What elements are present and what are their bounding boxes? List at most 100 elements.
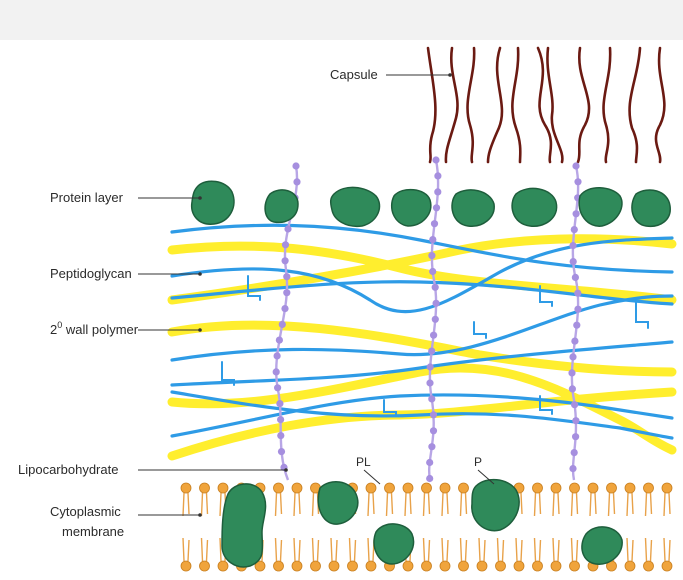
lipo-bead bbox=[433, 204, 440, 211]
lipo-bead bbox=[569, 465, 576, 472]
lipo-bead bbox=[429, 268, 436, 275]
lipo-bead bbox=[282, 241, 289, 248]
lipo-bead bbox=[274, 352, 281, 359]
label-protein-layer: Protein layer bbox=[50, 190, 124, 205]
lipo-bead bbox=[572, 162, 579, 169]
lipid-tail bbox=[276, 493, 282, 516]
lipid-head bbox=[588, 483, 598, 493]
protein-blob bbox=[331, 187, 380, 226]
lipid-head bbox=[570, 561, 580, 571]
lipid-tail bbox=[461, 538, 467, 561]
lipo-bead bbox=[426, 379, 433, 386]
capsule-fibres bbox=[428, 48, 664, 162]
protein-blob bbox=[192, 181, 234, 224]
lipid-tail bbox=[516, 538, 522, 561]
lipid-head bbox=[200, 561, 210, 571]
lipo-bead bbox=[430, 411, 437, 418]
lipid-tail bbox=[646, 538, 652, 561]
lipid-tail bbox=[627, 538, 633, 561]
lipid-tail bbox=[387, 493, 393, 516]
lipid-tail bbox=[646, 493, 652, 516]
lipid-tail bbox=[202, 493, 208, 516]
lipo-bead bbox=[293, 178, 300, 185]
lipid-head bbox=[218, 561, 228, 571]
lipo-bead bbox=[279, 321, 286, 328]
membrane-protein bbox=[582, 527, 622, 564]
lipid-head bbox=[348, 561, 358, 571]
lipo-bead bbox=[569, 242, 576, 249]
lipo-bead bbox=[281, 305, 288, 312]
protein-blob bbox=[452, 190, 494, 226]
label-membrane: membrane bbox=[62, 524, 124, 539]
protein-blob bbox=[512, 188, 557, 226]
protein-blob bbox=[632, 190, 670, 226]
lipo-bead bbox=[572, 417, 579, 424]
lipo-bead bbox=[276, 337, 283, 344]
lipo-bead bbox=[573, 322, 580, 329]
lipo-bead bbox=[434, 172, 441, 179]
lipo-bead bbox=[274, 384, 281, 391]
lipid-tail bbox=[276, 538, 282, 561]
lipo-bead bbox=[427, 363, 434, 370]
lipid-head bbox=[570, 483, 580, 493]
wall-layers bbox=[172, 225, 672, 456]
lipo-bead bbox=[277, 432, 284, 439]
label-wall-polymer-prefix: 2 bbox=[50, 322, 57, 337]
lipo-bead bbox=[292, 162, 299, 169]
lipo-bead bbox=[426, 475, 433, 482]
lipo-bead bbox=[428, 443, 435, 450]
lipid-tail bbox=[294, 493, 300, 516]
lipo-bead bbox=[572, 433, 579, 440]
lipid-head bbox=[440, 483, 450, 493]
lipid-head bbox=[440, 561, 450, 571]
lipid-head bbox=[625, 483, 635, 493]
lipid-head bbox=[459, 561, 469, 571]
lipo-bead bbox=[429, 236, 436, 243]
lipo-bead bbox=[569, 385, 576, 392]
lipo-bead bbox=[428, 252, 435, 259]
lipo-bead bbox=[431, 220, 438, 227]
lipid-head bbox=[422, 483, 432, 493]
lipid-tail bbox=[405, 493, 411, 516]
label-peptidoglycan: Peptidoglycan bbox=[50, 266, 132, 281]
lipo-bead bbox=[282, 257, 289, 264]
lipid-head bbox=[366, 561, 376, 571]
lipo-bead bbox=[426, 459, 433, 466]
lipid-tail bbox=[424, 538, 430, 561]
lipid-tail bbox=[572, 538, 578, 561]
label-wall-polymer: 20 wall polymer bbox=[50, 320, 139, 337]
lipid-head bbox=[551, 561, 561, 571]
protein-layer bbox=[192, 181, 671, 226]
lipo-bead bbox=[571, 338, 578, 345]
lipo-bead bbox=[433, 300, 440, 307]
lipo-bead bbox=[283, 289, 290, 296]
membrane-protein bbox=[318, 482, 358, 524]
lipo-bead bbox=[277, 416, 284, 423]
protein-blob bbox=[392, 190, 431, 226]
lipid-tail bbox=[461, 493, 467, 516]
lipid-tail bbox=[590, 493, 596, 516]
lipid-head bbox=[181, 483, 191, 493]
lipid-head bbox=[607, 483, 617, 493]
lipid-head bbox=[625, 561, 635, 571]
protein-blob bbox=[265, 190, 298, 222]
membrane-protein bbox=[222, 484, 266, 567]
lipo-bead bbox=[432, 316, 439, 323]
lipid-head bbox=[274, 483, 284, 493]
lipo-bead bbox=[569, 353, 576, 360]
label-p: P bbox=[474, 455, 482, 469]
lipid-tail bbox=[202, 538, 208, 561]
lipid-head bbox=[644, 483, 654, 493]
lipid-head bbox=[329, 561, 339, 571]
lipid-head bbox=[644, 561, 654, 571]
label-capsule: Capsule bbox=[330, 67, 378, 82]
protein-blob bbox=[579, 188, 622, 226]
lipo-bead bbox=[430, 332, 437, 339]
lipid-tail bbox=[664, 538, 670, 561]
lipo-bead bbox=[273, 368, 280, 375]
lipid-tail bbox=[609, 493, 615, 516]
lipid-tail bbox=[535, 538, 541, 561]
lipid-head bbox=[477, 561, 487, 571]
lipo-bead bbox=[432, 284, 439, 291]
